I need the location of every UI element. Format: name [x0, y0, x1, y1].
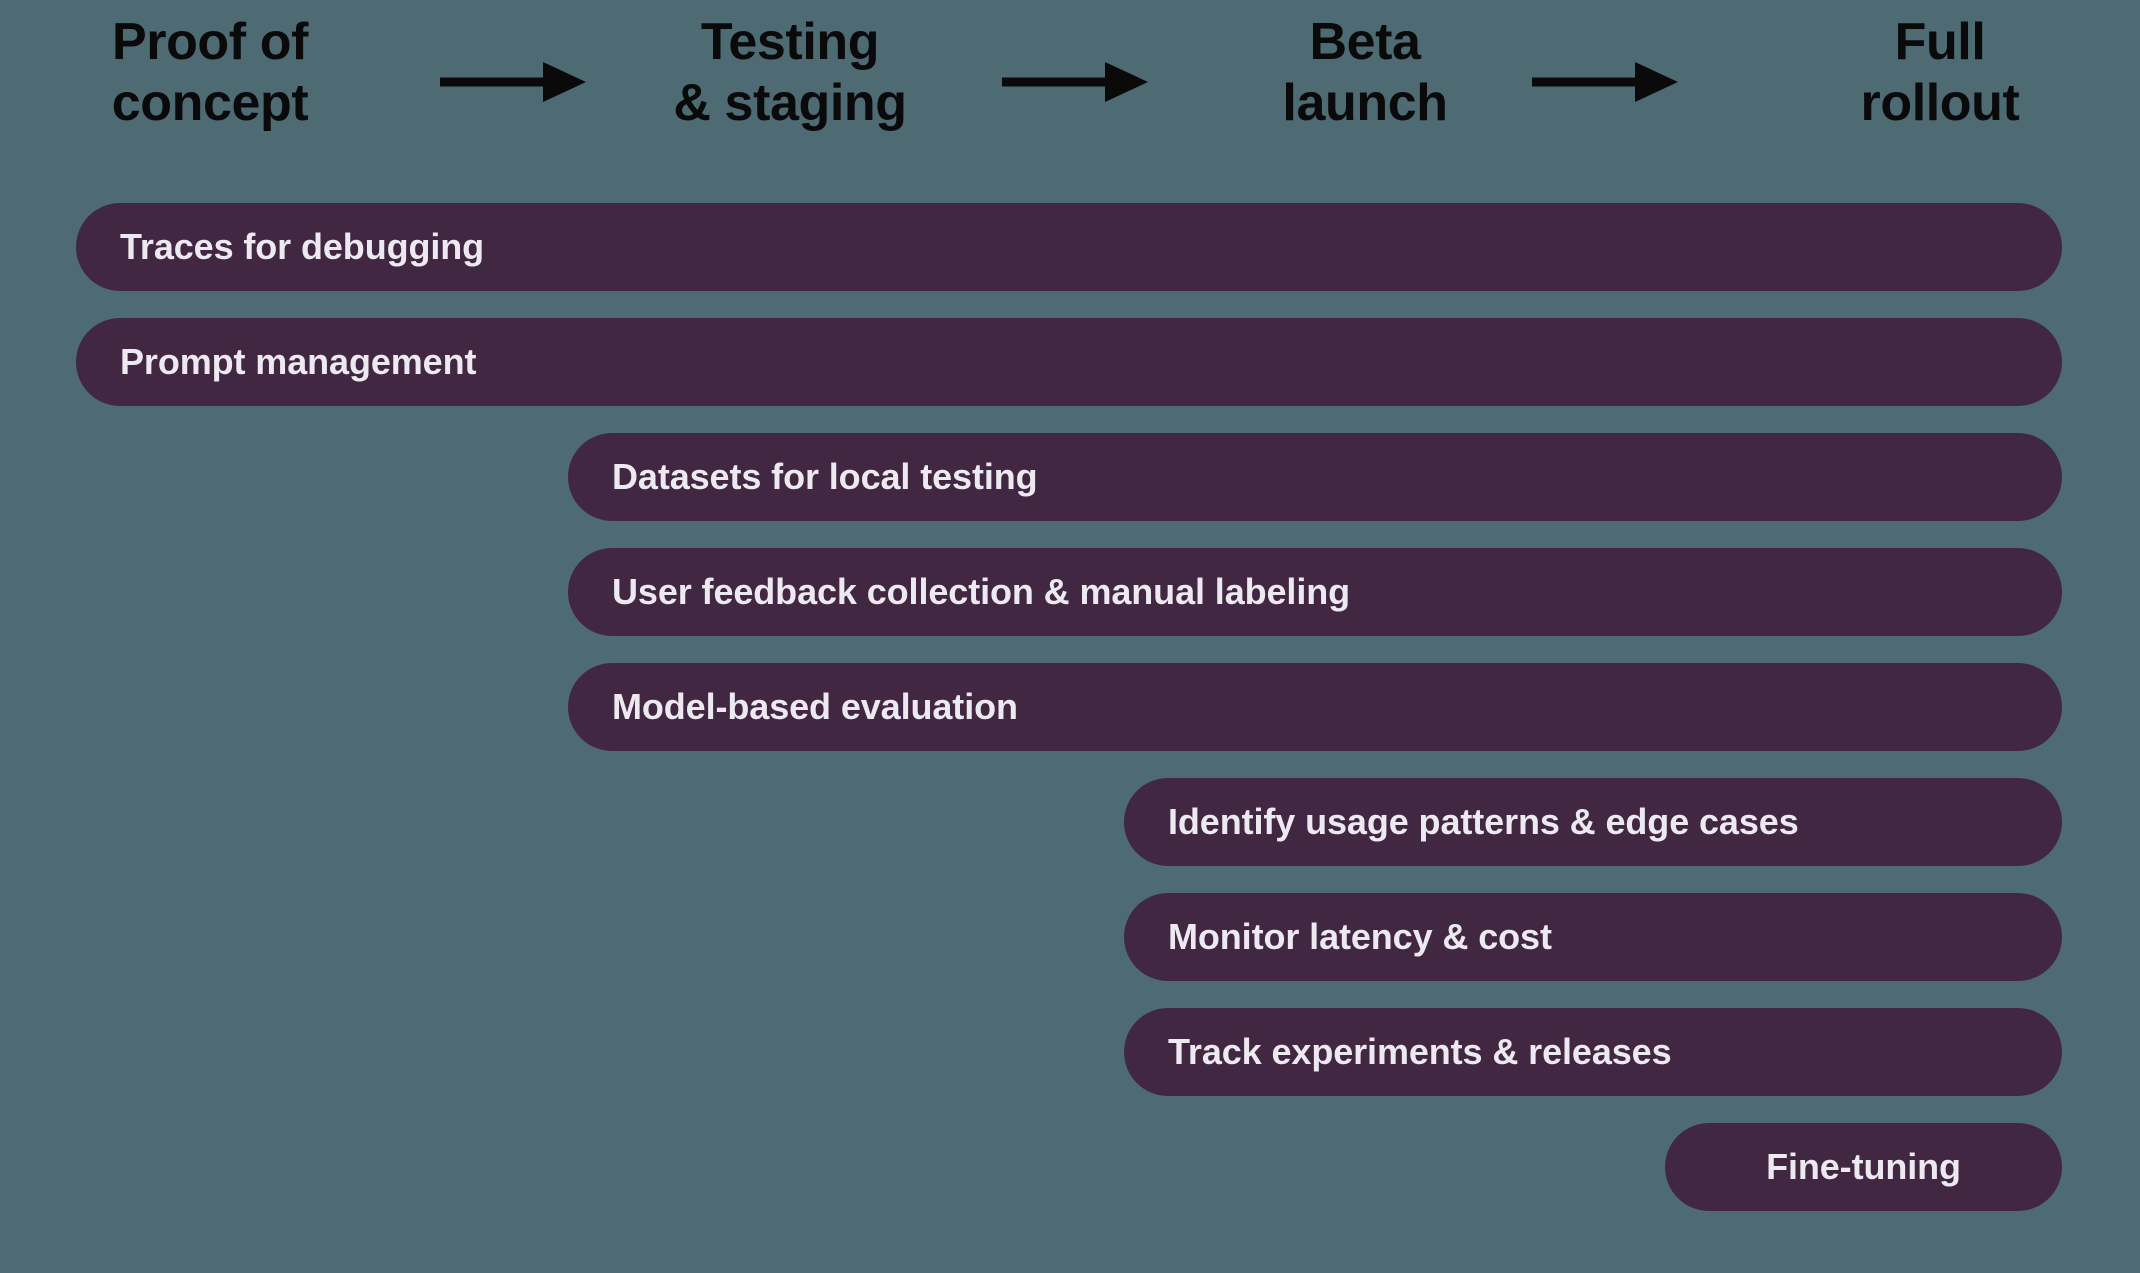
- capability-bar[interactable]: Track experiments & releases: [1124, 1008, 2062, 1096]
- phase-header-row: Proof of concept Testing & staging Beta …: [0, 0, 2140, 175]
- capability-bar[interactable]: Fine-tuning: [1665, 1123, 2062, 1211]
- phase-label-full-rollout: Full rollout: [1860, 13, 2020, 133]
- capability-bar-label: Monitor latency & cost: [1168, 916, 1552, 957]
- capability-bar-label: Fine-tuning: [1766, 1146, 1961, 1187]
- phase-label-testing-and-staging: Testing & staging: [673, 13, 907, 133]
- capability-bar-label: Model-based evaluation: [612, 686, 1018, 727]
- capability-bar[interactable]: Prompt management: [76, 318, 2062, 406]
- capability-bar-label: Datasets for local testing: [612, 456, 1038, 497]
- arrow-right-icon: [1530, 52, 1680, 112]
- capability-bar[interactable]: Traces for debugging: [76, 203, 2062, 291]
- capability-bar[interactable]: Monitor latency & cost: [1124, 893, 2062, 981]
- capability-bar[interactable]: User feedback collection & manual labeli…: [568, 548, 2062, 636]
- capability-bar[interactable]: Model-based evaluation: [568, 663, 2062, 751]
- arrow-right-icon: [438, 52, 588, 112]
- capability-bar-label: User feedback collection & manual labeli…: [612, 571, 1351, 612]
- capability-bar[interactable]: Identify usage patterns & edge cases: [1124, 778, 2062, 866]
- capability-bar-label: Identify usage patterns & edge cases: [1168, 801, 1799, 842]
- phase-label-proof-of-concept: Proof of concept: [111, 13, 309, 133]
- phase-label-beta-launch: Beta launch: [1282, 13, 1448, 133]
- capability-bar[interactable]: Datasets for local testing: [568, 433, 2062, 521]
- capability-bar-label: Prompt management: [120, 341, 477, 382]
- arrow-right-icon: [1000, 52, 1150, 112]
- capability-bar-label: Track experiments & releases: [1168, 1031, 1672, 1072]
- capability-bar-label: Traces for debugging: [120, 226, 485, 267]
